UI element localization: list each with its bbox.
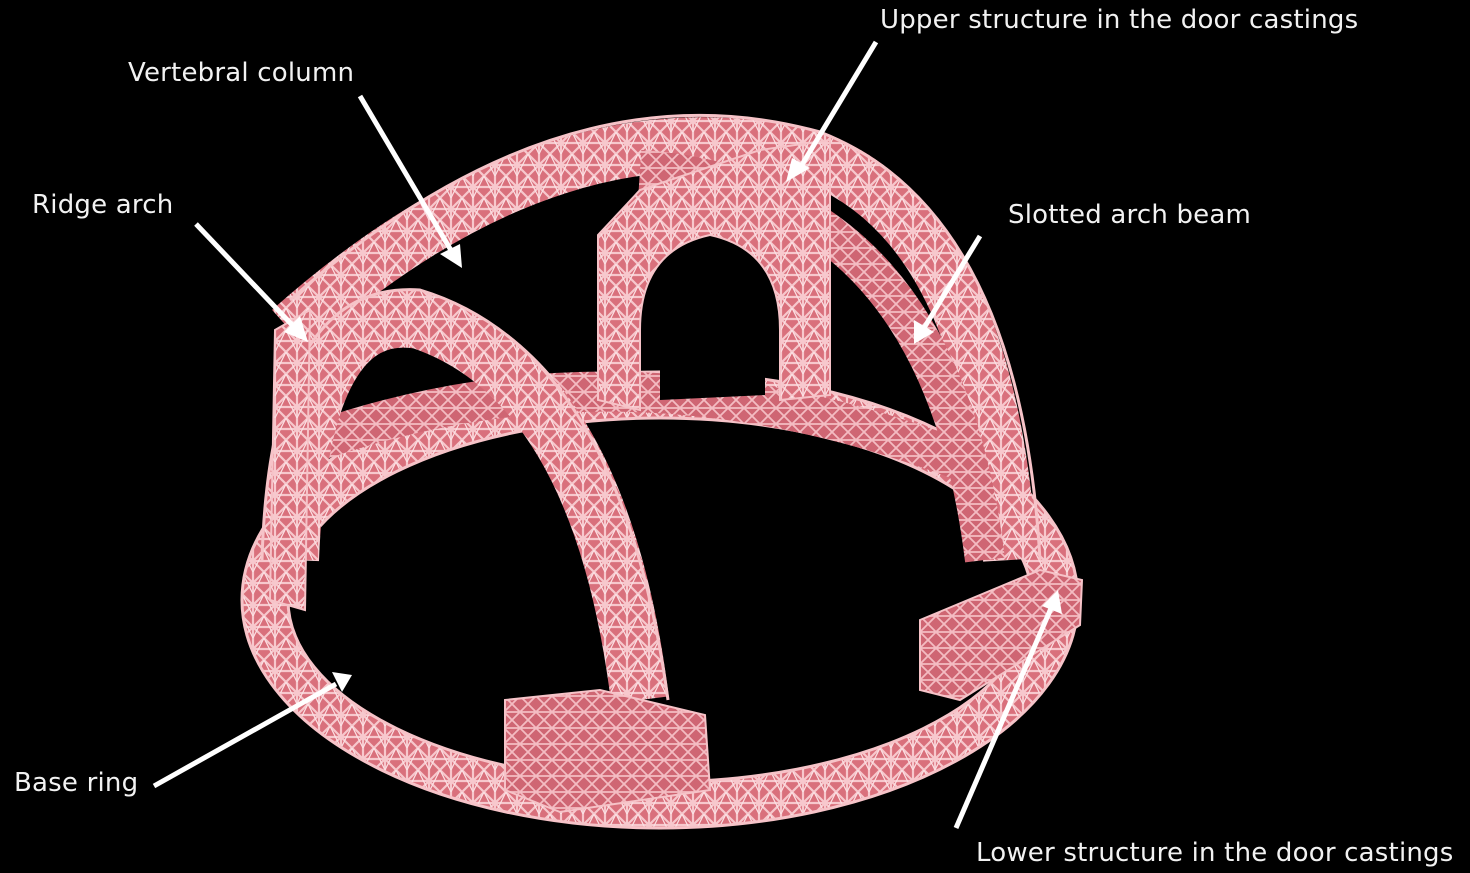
- label-vertebral-column: Vertebral column: [128, 58, 354, 88]
- label-ridge-arch: Ridge arch: [32, 190, 173, 220]
- front-door-box-shape: [505, 690, 710, 812]
- upper-door-structure-shape: [598, 140, 830, 410]
- label-upper-door-structure: Upper structure in the door castings: [880, 5, 1358, 35]
- label-slotted-arch-beam: Slotted arch beam: [1008, 200, 1251, 230]
- label-base-ring: Base ring: [14, 768, 138, 798]
- arrow-ridge-arch: [196, 224, 308, 342]
- left-pillar-shape: [270, 310, 310, 610]
- label-lower-door-structure: Lower structure in the door castings: [976, 838, 1454, 868]
